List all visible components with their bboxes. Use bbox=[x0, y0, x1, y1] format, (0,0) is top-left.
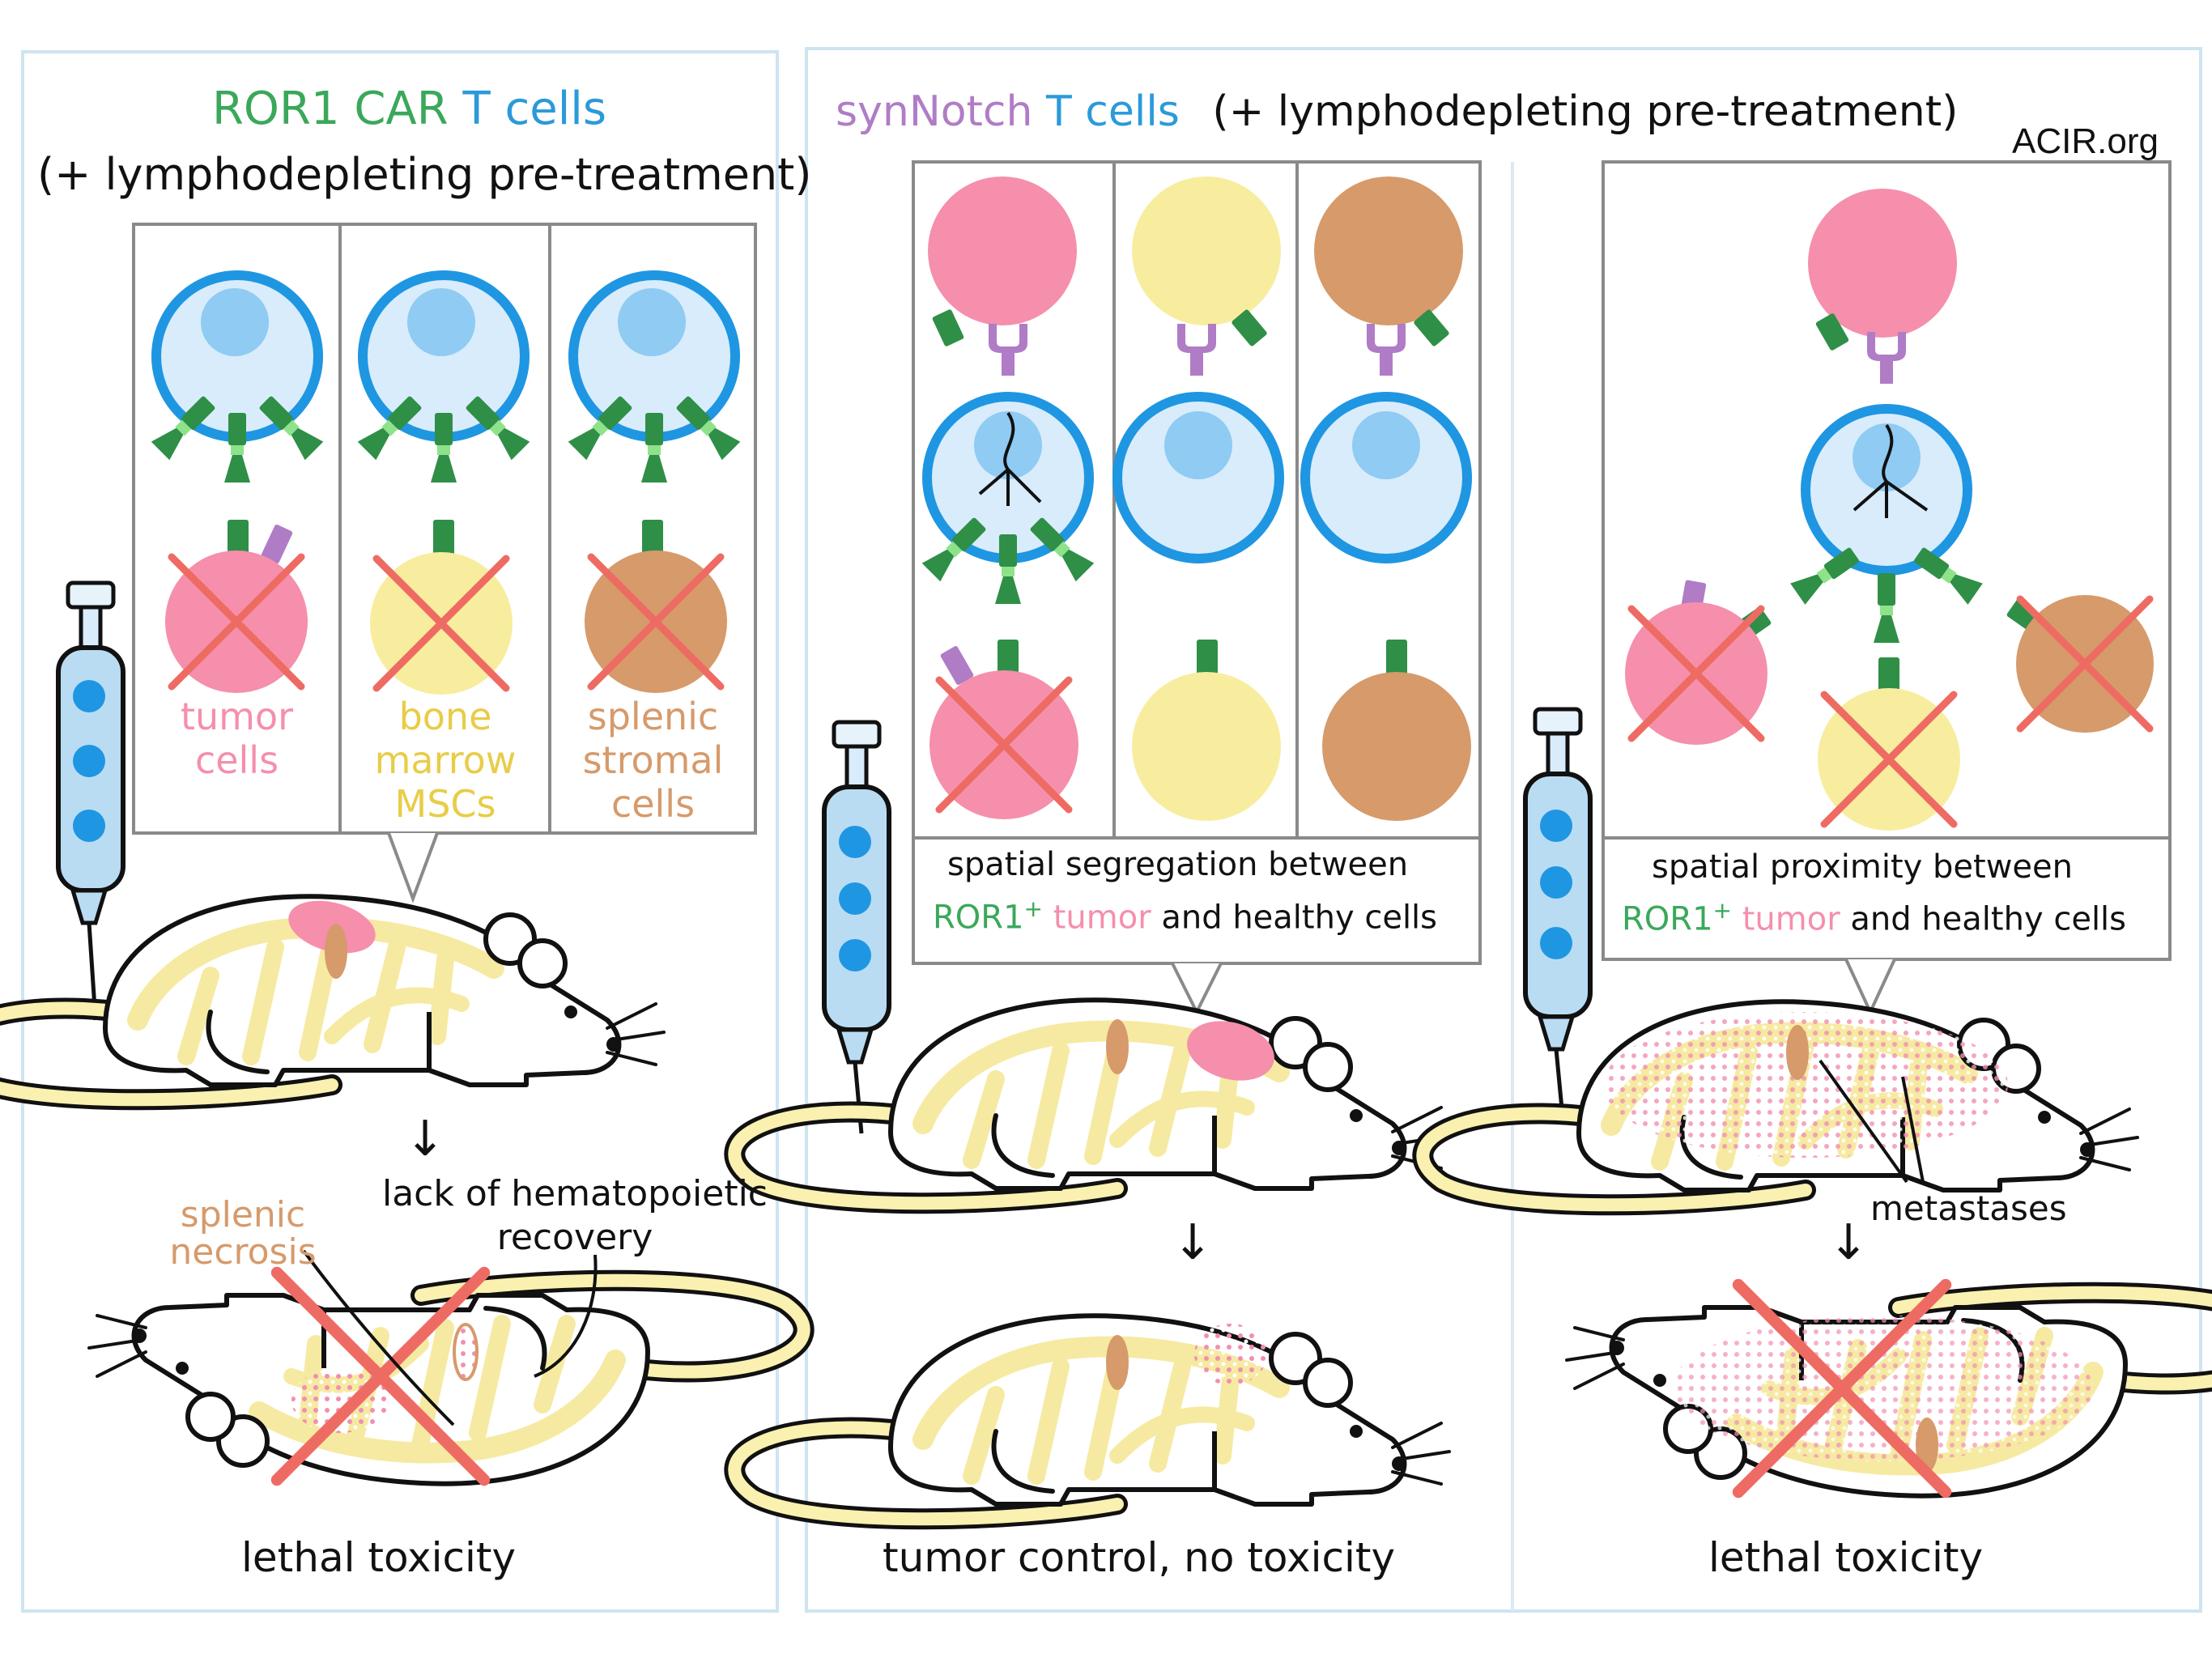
segregation-line2: ROR1+ tumor and healthy cells bbox=[933, 895, 1438, 937]
title-synnotch: synNotch bbox=[836, 87, 1033, 136]
stromal-cell-spared bbox=[1322, 640, 1471, 821]
stromal-cell-target bbox=[585, 520, 727, 693]
msc-cell-target bbox=[370, 520, 513, 695]
arrow-middle: ↓ bbox=[1172, 1214, 1214, 1271]
label-metastases: metastases bbox=[1870, 1188, 2067, 1228]
stromal-cell-killed-proximity bbox=[2006, 595, 2154, 733]
mouse-middle-treated bbox=[734, 1000, 1449, 1203]
syringe-left bbox=[56, 580, 125, 1021]
synnotch-t-cell-2 bbox=[1112, 324, 1284, 563]
synnotch-t-cell-proximity bbox=[1790, 332, 1983, 643]
right-title: synNotch T cells (+ lymphodepleting pre-… bbox=[836, 87, 1958, 136]
title-t-cells-left: T cells bbox=[462, 83, 607, 135]
proximity-line2: ROR1+ tumor and healthy cells bbox=[1622, 897, 2127, 938]
right-panel bbox=[805, 47, 2202, 1613]
tumor-cell-killed-proximity bbox=[1625, 580, 1772, 745]
car-t-cell-2 bbox=[357, 270, 530, 483]
right-panel-divider bbox=[1511, 162, 1514, 1611]
syringe-right bbox=[1523, 707, 1593, 1118]
outcome-left: lethal toxicity bbox=[241, 1534, 517, 1581]
watermark: ACIR.org bbox=[2012, 121, 2159, 161]
mouse-left-alive bbox=[0, 892, 664, 1099]
tumor-cell-target bbox=[165, 520, 308, 693]
outcome-middle: tumor control, no toxicity bbox=[883, 1534, 1396, 1581]
arrow-right: ↓ bbox=[1828, 1214, 1870, 1271]
segregation-line1: spatial segregation between bbox=[947, 846, 1409, 883]
mouse-left-dead bbox=[89, 1273, 804, 1484]
car-t-cell-3 bbox=[568, 270, 741, 483]
car-t-cell-1 bbox=[151, 270, 324, 483]
left-panel bbox=[21, 50, 779, 1613]
msc-cell-spared bbox=[1132, 640, 1281, 821]
tumor-cell-killed-segregated bbox=[929, 640, 1078, 819]
synnotch-t-cell-1 bbox=[921, 324, 1095, 604]
syringe-middle bbox=[822, 720, 891, 1134]
proximity-line1: spatial proximity between bbox=[1652, 848, 2073, 886]
title-t-cells-right: T cells bbox=[1046, 87, 1180, 136]
mouse-right-metastases bbox=[1423, 1001, 2138, 1205]
msc-cell-killed-proximity bbox=[1818, 657, 1960, 831]
left-title: ROR1 CAR T cells bbox=[212, 83, 606, 135]
mouse-right-dead bbox=[1567, 1285, 2212, 1496]
left-subtitle: (+ lymphodepleting pre-treatment) bbox=[37, 149, 812, 200]
synnotch-t-cell-3 bbox=[1300, 324, 1472, 563]
mouse-middle-healthy bbox=[734, 1316, 1449, 1519]
outcome-right: lethal toxicity bbox=[1708, 1534, 1984, 1581]
arrow-left: ↓ bbox=[405, 1111, 446, 1167]
right-subtitle: (+ lymphodepleting pre-treatment) bbox=[1212, 87, 1959, 136]
title-ror1-car: ROR1 CAR bbox=[212, 83, 449, 135]
